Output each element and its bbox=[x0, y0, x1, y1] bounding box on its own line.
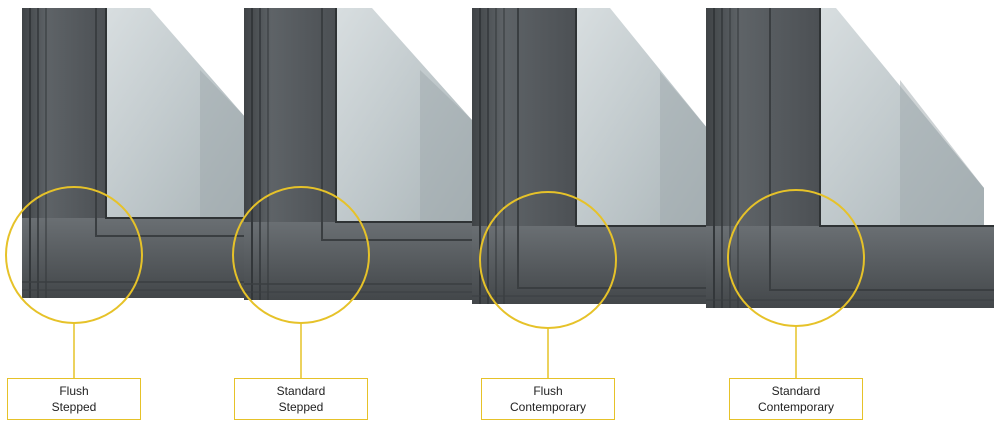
label-standard-stepped: Standard Stepped bbox=[234, 378, 368, 420]
window-profile-flush-contemporary bbox=[472, 8, 714, 304]
callout-standard-contemporary bbox=[727, 189, 865, 378]
label-line-2: Stepped bbox=[278, 400, 324, 414]
label-line-2: Contemporary bbox=[757, 400, 835, 414]
label-flush-stepped: Flush Stepped bbox=[7, 378, 141, 420]
label-line-2: Stepped bbox=[51, 400, 97, 414]
callout-flush-stepped bbox=[5, 186, 143, 378]
window-profile-standard-stepped bbox=[244, 8, 474, 300]
label-line-2: Contemporary bbox=[509, 400, 587, 414]
window-profile-standard-contemporary bbox=[706, 8, 994, 308]
window-profile-flush-stepped bbox=[22, 8, 248, 298]
callout-flush-contemporary bbox=[479, 191, 617, 378]
label-line-1: Standard bbox=[771, 384, 821, 398]
label-line-1: Standard bbox=[276, 384, 326, 398]
label-line-1: Flush bbox=[59, 384, 89, 398]
callout-standard-stepped bbox=[232, 186, 370, 378]
label-line-1: Flush bbox=[533, 384, 563, 398]
label-standard-contemporary: Standard Contemporary bbox=[729, 378, 863, 420]
label-flush-contemporary: Flush Contemporary bbox=[481, 378, 615, 420]
